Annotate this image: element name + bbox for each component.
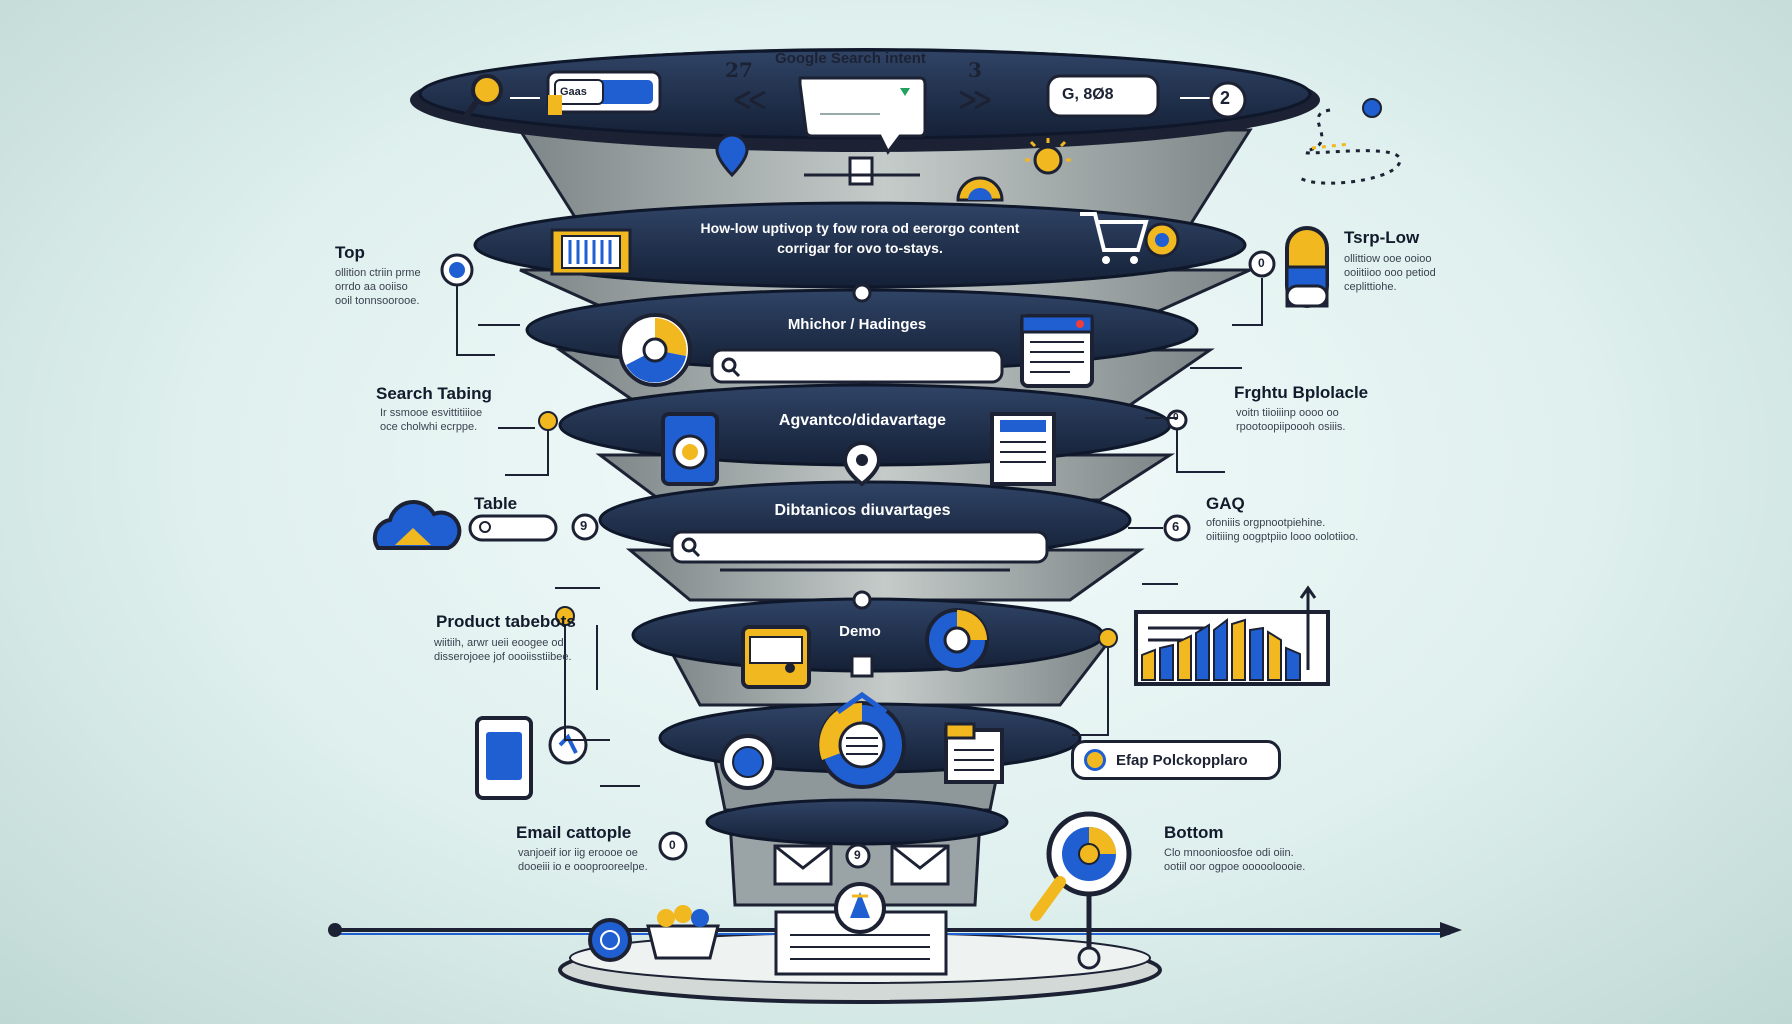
- efap-label: Efap Polckopplaro: [1116, 751, 1248, 769]
- label-email-desc: vanjoeif ior iig eroooe oe dooeiii io e …: [518, 847, 648, 873]
- bottom-left-badge: [588, 918, 632, 962]
- location-pin-icon: [715, 133, 749, 178]
- header-google-text: G, 8Ø8: [1062, 86, 1114, 103]
- label-frghtu-title: Frghtu Bplolacle: [1234, 383, 1369, 402]
- label-table-title: Table: [474, 494, 518, 513]
- label-tsrp-low-desc: ollittiow ooe ooioo ooiitiioo ooo petiod…: [1344, 253, 1436, 293]
- badge-top-right-number: 0: [1258, 256, 1265, 270]
- efap-dot-icon: [1084, 749, 1106, 771]
- label-frghtu-desc: voitn tiioiiinp oooo oo rpootoopiipoooh …: [1236, 407, 1346, 433]
- left-search-pill: [468, 514, 558, 542]
- header-title: Google Search intent: [775, 50, 926, 67]
- label-top-desc: ollition ctriin prme orrdo aa ooiiso ooi…: [335, 267, 421, 307]
- label-email-title: Email cattople: [516, 823, 632, 842]
- band-4-text: Dibtanicos diuvartages: [774, 502, 951, 519]
- label-bottom-desc: Clo mnoonioosfoe odi oiin. ootiil oor og…: [1164, 847, 1306, 873]
- band4-search-field: [670, 530, 1049, 564]
- badge-mid-right-number: 0: [1173, 412, 1179, 423]
- left-circle-number: 9: [580, 518, 588, 533]
- header-search-text: Gaas: [560, 86, 587, 98]
- header-right-number: 3: [968, 58, 982, 82]
- label-bottom-title: Bottom: [1164, 823, 1224, 842]
- band-7: [705, 798, 1009, 846]
- sun-icon: [1033, 145, 1063, 175]
- label-gaq-desc: ofoniiis orgpnootpiehine. oiitiiing oogp…: [1206, 517, 1359, 543]
- badge-email-center-number: 9: [854, 848, 861, 862]
- band-1-text: How-low uptivop ty fow rora od eerorgo c…: [700, 220, 1020, 256]
- top-right-pin: [1362, 98, 1382, 118]
- axis-arrowhead: [1440, 922, 1462, 938]
- efap-pill: Efap Polckopplaro: [1071, 740, 1281, 780]
- label-top-title: Top: [335, 243, 365, 262]
- badge-email-left-number: 0: [669, 838, 676, 852]
- shopping-cart-icon: [1080, 212, 1149, 252]
- band-3-text: Agvantco/didavartage: [778, 412, 947, 429]
- label-search-tabing-title: Search Tabing: [376, 384, 492, 403]
- basket-icon: [646, 924, 720, 960]
- band2-search-field: [710, 348, 1004, 384]
- header-circle-number: 2: [1220, 88, 1231, 108]
- magnifier-icon: [471, 74, 503, 106]
- label-gaq-title: GAQ: [1206, 494, 1245, 513]
- band-2-text: Mhichor / Hadinges: [787, 316, 927, 333]
- label-product-title: Product tabebots: [436, 612, 576, 631]
- cloud-icon: [372, 500, 462, 550]
- header-circle: [1209, 81, 1247, 119]
- header-left-number: 27: [725, 58, 753, 82]
- band-5-text: Demo: [839, 623, 881, 640]
- label-tsrp-low-title: Tsrp-Low: [1344, 228, 1420, 247]
- phone-badge-icon: [548, 725, 588, 765]
- right-circle-number: 6: [1172, 519, 1180, 534]
- google-box: [1046, 74, 1160, 118]
- label-product-desc: wiitiih, arwr ueii eoogee od disserojoee…: [434, 637, 572, 663]
- label-search-tabing-desc: Ir ssmooe esvittitiiioe oce cholwhi ecrp…: [380, 407, 483, 433]
